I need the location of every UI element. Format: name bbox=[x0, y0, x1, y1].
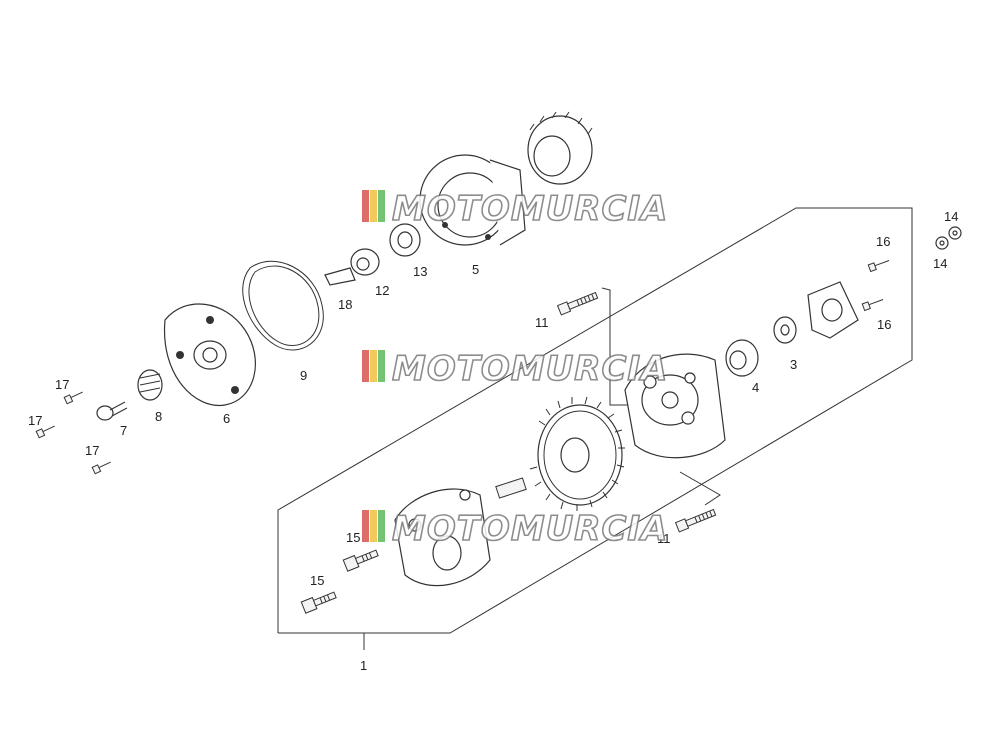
label-15a: 15 bbox=[346, 530, 360, 545]
label-1: 1 bbox=[360, 658, 367, 673]
label-11a: 11 bbox=[535, 315, 549, 330]
label-14a: 14 bbox=[944, 209, 958, 224]
label-3: 3 bbox=[790, 357, 797, 372]
sprocket bbox=[529, 396, 625, 511]
label-12: 12 bbox=[375, 283, 389, 298]
wm-stripe-green bbox=[378, 510, 385, 542]
watermark-text: MOTOMURCIA bbox=[392, 509, 668, 549]
wm-stripe-red bbox=[362, 190, 369, 222]
label-13: 13 bbox=[413, 264, 427, 279]
watermark-text: MOTOMURCIA bbox=[392, 349, 668, 389]
wm-stripe-red bbox=[362, 350, 369, 382]
wm-stripe-yellow bbox=[370, 190, 377, 222]
part-16-screws bbox=[861, 260, 890, 312]
label-9: 9 bbox=[300, 368, 307, 383]
watermark-top: MOTOMURCIA bbox=[362, 188, 668, 230]
part-4-rotor bbox=[725, 339, 759, 377]
part-11-bolts bbox=[556, 291, 717, 533]
label-17c: 17 bbox=[85, 443, 99, 458]
part-6-cover bbox=[163, 303, 256, 407]
label-14b: 14 bbox=[933, 256, 947, 271]
part-15-bolts bbox=[300, 549, 379, 614]
wm-stripe-yellow bbox=[370, 350, 377, 382]
label-8: 8 bbox=[155, 409, 162, 424]
assembly-outline bbox=[277, 207, 913, 650]
shaft-fitting bbox=[495, 477, 527, 499]
label-15b: 15 bbox=[310, 573, 324, 588]
label-17b: 17 bbox=[28, 413, 42, 428]
label-17a: 17 bbox=[55, 377, 69, 392]
part-18-clip bbox=[324, 267, 356, 286]
label-16a: 16 bbox=[876, 234, 890, 249]
label-5: 5 bbox=[472, 262, 479, 277]
drive-gear-top bbox=[527, 111, 593, 185]
wm-stripe-red bbox=[362, 510, 369, 542]
part-12-nut bbox=[350, 248, 380, 276]
end-cover-plate bbox=[807, 281, 859, 339]
wm-stripe-green bbox=[378, 190, 385, 222]
label-18: 18 bbox=[338, 297, 352, 312]
pump-body bbox=[624, 353, 726, 459]
label-6: 6 bbox=[223, 411, 230, 426]
part-3-inner-rotor bbox=[773, 316, 797, 344]
label-11b: 11 bbox=[657, 531, 671, 546]
pump-front-housing bbox=[394, 488, 491, 587]
label-7: 7 bbox=[120, 423, 127, 438]
watermark-middle: MOTOMURCIA bbox=[362, 348, 668, 390]
wm-stripe-green bbox=[378, 350, 385, 382]
watermark-bottom: MOTOMURCIA bbox=[362, 508, 668, 550]
watermark-text: MOTOMURCIA bbox=[392, 189, 668, 229]
part-14-nuts bbox=[935, 226, 962, 250]
part-13-washer bbox=[389, 223, 421, 257]
label-4: 4 bbox=[752, 380, 759, 395]
part-7-valve bbox=[96, 401, 128, 421]
part-5-housing bbox=[419, 154, 526, 246]
part-9-gasket bbox=[242, 260, 324, 351]
part-8-spring bbox=[137, 369, 163, 401]
part-17-screws bbox=[35, 391, 111, 475]
wm-stripe-yellow bbox=[370, 510, 377, 542]
label-16b: 16 bbox=[877, 317, 891, 332]
